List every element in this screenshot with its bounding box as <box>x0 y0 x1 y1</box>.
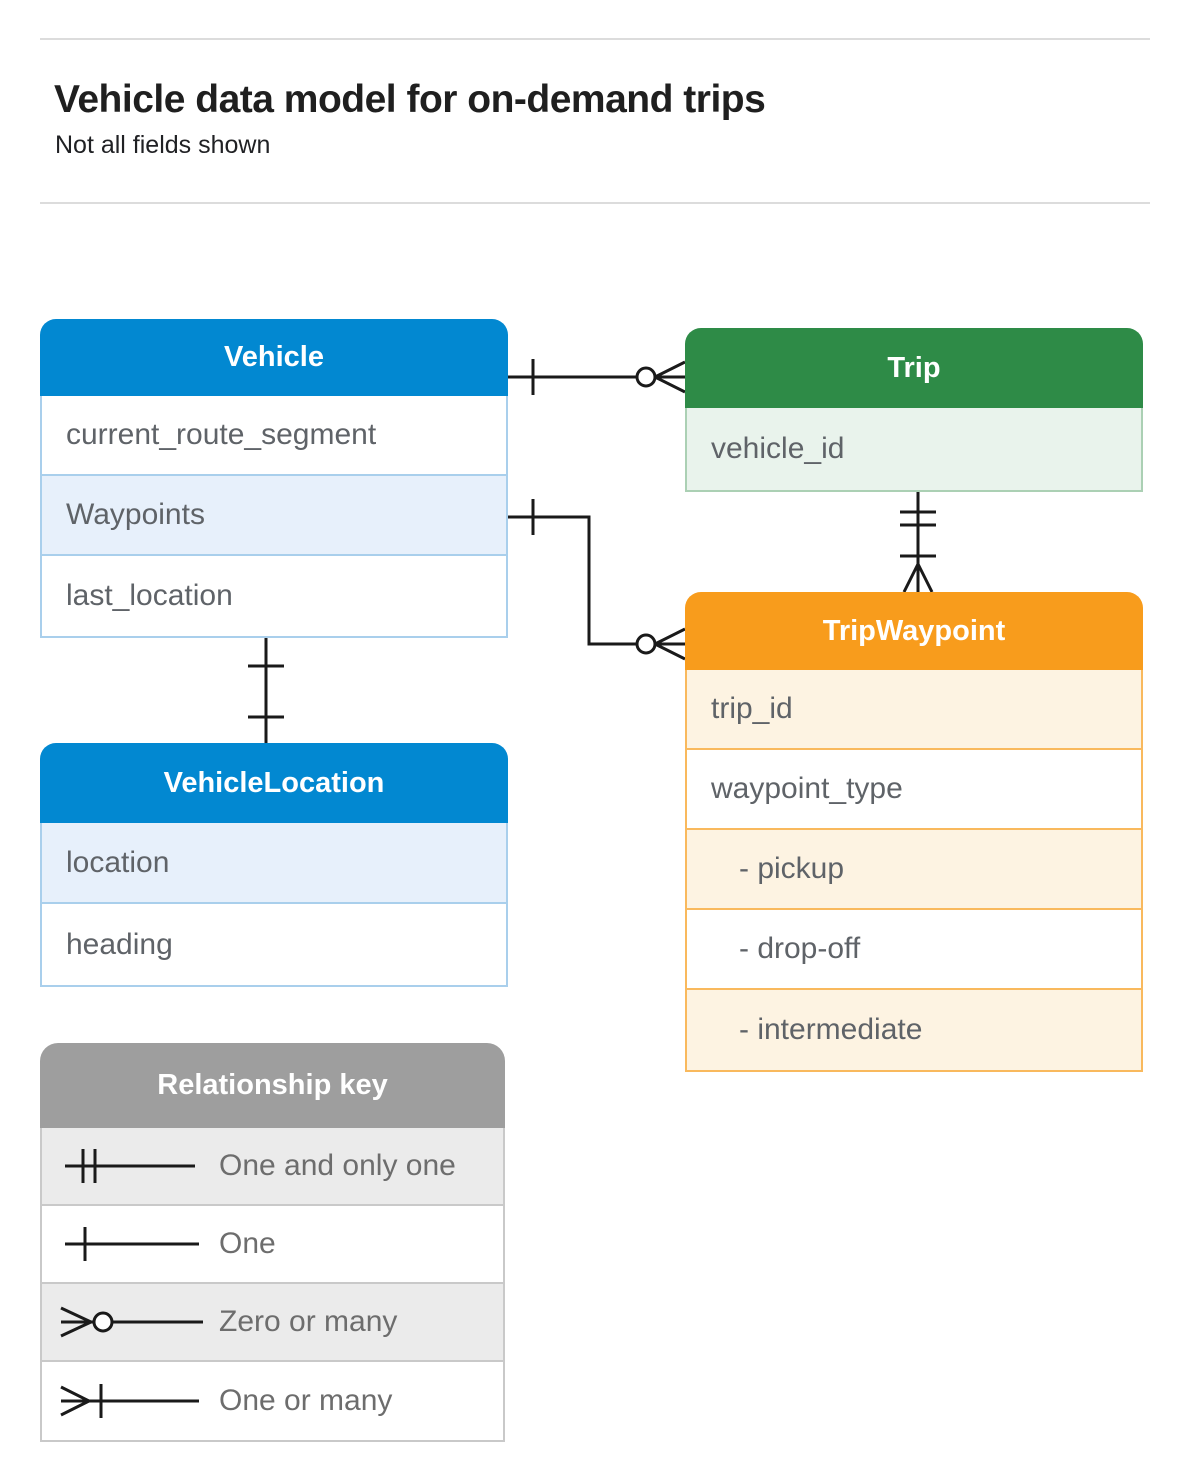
field-waypoint-type: waypoint_type <box>687 750 1141 830</box>
entity-vehicle: Vehicle current_route_segment Waypoints … <box>40 319 508 638</box>
legend-label: Zero or many <box>219 1305 398 1338</box>
page-subtitle: Not all fields shown <box>55 131 271 159</box>
crow-foot-icon <box>654 360 686 379</box>
legend-item-one-and-only-one: One and only one <box>42 1128 503 1206</box>
header-divider <box>40 202 1150 204</box>
field-waypoint-type-dropoff: - drop-off <box>687 910 1141 990</box>
one-and-only-one-icon <box>65 1149 195 1183</box>
field-waypoint-type-pickup: - pickup <box>687 830 1141 910</box>
field-waypoint-type-intermediate: - intermediate <box>687 990 1141 1070</box>
one-icon <box>65 1227 199 1261</box>
top-divider <box>40 38 1150 40</box>
zero-circle-icon <box>635 633 657 655</box>
one-or-many-icon <box>60 1384 199 1418</box>
field-heading: heading <box>66 927 173 961</box>
connector-waypoints-tripwaypoint <box>508 499 686 661</box>
entity-vehicle-title: Vehicle <box>40 319 508 396</box>
field-vehicle-id: vehicle_id <box>687 408 1141 490</box>
entity-trip-title: Trip <box>685 328 1143 408</box>
field-current-route-segment: current_route_segment <box>42 396 506 476</box>
legend-label: One or many <box>219 1384 393 1417</box>
relationship-key: Relationship key One and only one One <box>40 1043 505 1442</box>
entity-vehiclelocation-title: VehicleLocation <box>40 743 508 823</box>
relationship-key-title: Relationship key <box>40 1043 505 1128</box>
legend-label: One and only one <box>219 1149 456 1182</box>
legend-item-one-or-many: One or many <box>42 1362 503 1440</box>
zero-or-many-icon <box>60 1306 203 1338</box>
field-trip-id: trip_id <box>687 670 1141 750</box>
crow-foot-icon <box>902 563 920 593</box>
connector-vehicle-trip <box>508 359 686 395</box>
connector-trip-tripwaypoint <box>900 490 936 593</box>
legend-item-one: One <box>42 1206 503 1284</box>
entity-vehiclelocation: VehicleLocation location heading <box>40 743 508 987</box>
crow-foot-icon <box>654 627 686 646</box>
page-title: Vehicle data model for on-demand trips <box>54 78 766 121</box>
entity-tripwaypoint-title: TripWaypoint <box>685 592 1143 670</box>
field-waypoints: Waypoints <box>42 476 506 556</box>
legend-label: One <box>219 1227 276 1260</box>
entity-trip: Trip vehicle_id <box>685 328 1143 492</box>
field-last-location: last_location <box>66 579 233 612</box>
entity-tripwaypoint: TripWaypoint trip_id waypoint_type - pic… <box>685 592 1143 1072</box>
connector-vehicle-vehiclelocation <box>248 636 284 743</box>
zero-circle-icon <box>635 366 657 388</box>
legend-item-zero-or-many: Zero or many <box>42 1284 503 1362</box>
field-location: location <box>42 823 506 904</box>
